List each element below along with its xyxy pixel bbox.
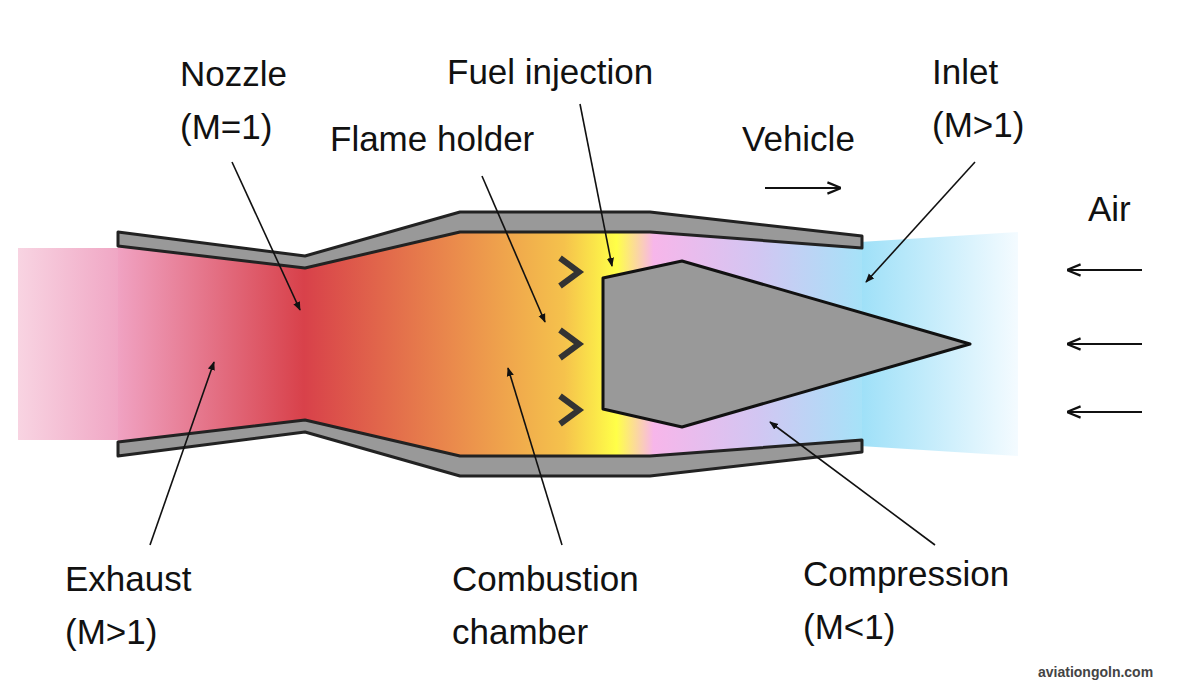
- center-cone: [603, 261, 970, 427]
- part-label: Nozzle (M=1): [180, 48, 287, 153]
- exhaust-plume: [18, 248, 120, 440]
- direction-label: Vehicle: [742, 113, 855, 166]
- direction-label: Air: [1088, 183, 1131, 236]
- watermark: aviationgoln.com: [1038, 664, 1153, 681]
- vehicle-arrow: [765, 187, 840, 189]
- leader-lines: [150, 104, 975, 545]
- part-label: Fuel injection: [447, 46, 653, 99]
- part-label: Combustion chamber: [452, 553, 639, 658]
- flame-holders: [560, 258, 579, 424]
- part-label: Flame holder: [330, 113, 534, 166]
- part-label: Exhaust (M>1): [65, 553, 191, 658]
- casing-bottom: [118, 420, 862, 476]
- part-label: Inlet (M>1): [932, 46, 1024, 151]
- air-arrows: [1068, 270, 1142, 412]
- part-label: Compression (M<1): [803, 548, 1009, 653]
- casing-top: [118, 212, 862, 268]
